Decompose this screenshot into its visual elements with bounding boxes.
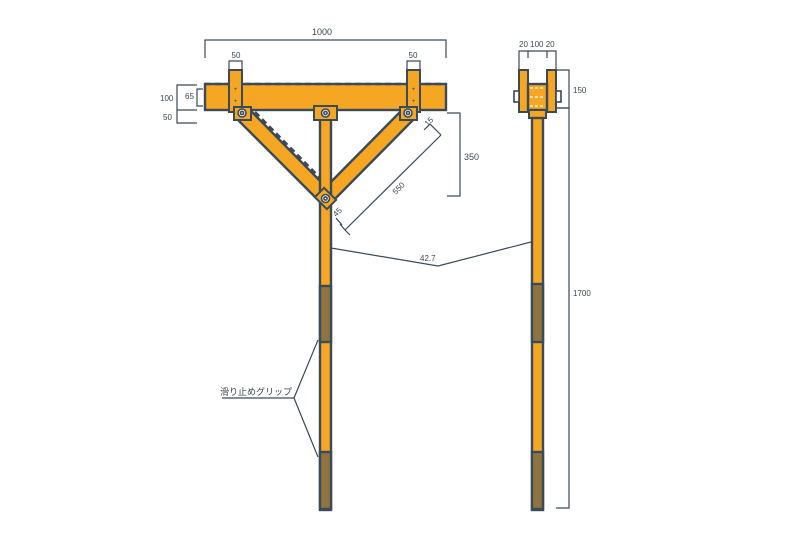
bolt-top-center (320, 108, 331, 118)
brace-length-dimension: 550 (339, 134, 442, 236)
side-upper-grip (530, 282, 545, 344)
side-view: 20 100 20 150 (513, 40, 591, 512)
side-bracket-assembly (513, 69, 562, 119)
bracket-drop-label: 50 (163, 113, 172, 122)
brace-height-label: 350 (464, 152, 479, 162)
bolt-left-brace (233, 106, 252, 121)
svg-text:+: + (234, 87, 238, 93)
grip-callout: 滑り止めグリップ (220, 339, 319, 458)
front-upper-grip (318, 284, 333, 344)
beam-height-dimension: 100 (160, 84, 197, 111)
svg-text:+: + (412, 99, 416, 105)
right-beam-bracket: + + (406, 69, 421, 113)
overall-width-label: 1000 (312, 27, 332, 37)
angle-dimension: 45 (331, 206, 344, 226)
bracket-drop-dimension: 50 (163, 110, 197, 124)
side-lower-grip (530, 450, 545, 511)
svg-text:+: + (412, 87, 416, 93)
brace-gap-label: 15 (423, 115, 436, 128)
grip-label: 滑り止めグリップ (220, 386, 292, 397)
brace-gap-dimension: 15 (423, 115, 442, 136)
svg-text:+: + (234, 99, 238, 105)
front-view: 1000 50 50 100 65 50 + (160, 27, 479, 512)
front-lower-grip (318, 450, 333, 511)
right-bracket-width-label: 50 (409, 51, 418, 60)
side-width-dimension: 20 100 20 (518, 40, 557, 70)
pole-diameter-callout: 42.7 (330, 241, 532, 267)
left-beam-bracket: + + (228, 69, 243, 113)
beam-inner-label: 65 (185, 92, 194, 101)
brace-height-dimension: 350 (447, 112, 479, 197)
right-bracket-width-dimension: 50 (406, 51, 421, 70)
left-bracket-width-dimension: 50 (228, 51, 243, 70)
pole-diameter-label: 42.7 (420, 254, 436, 263)
beam-height-label: 100 (160, 94, 174, 103)
bolt-brace-junction (313, 186, 338, 211)
total-height-label: 1700 (573, 289, 591, 298)
angle-label: 45 (331, 206, 344, 219)
side-top-height-label: 150 (573, 86, 587, 95)
beam-inner-dimension: 65 (185, 88, 203, 107)
left-bracket-width-label: 50 (232, 51, 241, 60)
overall-width-dimension: 1000 (204, 27, 447, 58)
side-width-label: 20 100 20 (519, 40, 555, 49)
total-height-dimension: 1700 (556, 107, 591, 509)
bolt-right-brace (399, 106, 418, 121)
